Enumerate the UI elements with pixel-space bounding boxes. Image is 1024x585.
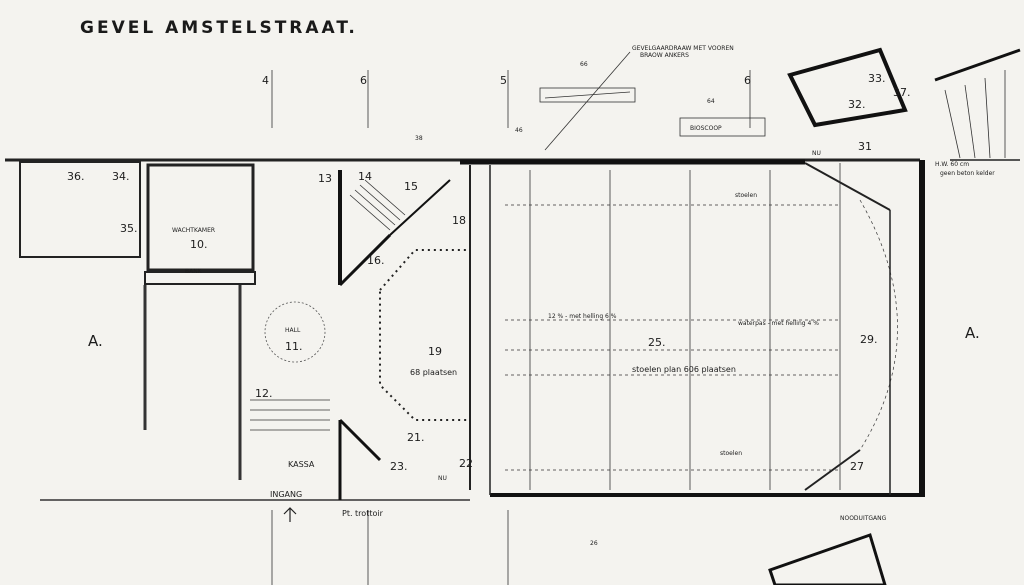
nooduitgang-label: NOODUITGANG bbox=[840, 515, 887, 522]
room-number-25: 25. bbox=[648, 336, 666, 349]
room-number-12: 12. bbox=[255, 387, 273, 400]
annex-block: H.W. 60 cm geen beton kelder bbox=[787, 47, 1021, 177]
axis-mark-2: 6 bbox=[360, 74, 367, 87]
room-number-31: 31 bbox=[858, 140, 872, 153]
room-number-29: 29. bbox=[860, 333, 878, 346]
room-number-10: 10. bbox=[190, 238, 208, 251]
trottoir-label: Pt. trottoir bbox=[342, 509, 384, 518]
entrance-arrow bbox=[283, 507, 297, 522]
nu-top: NU bbox=[812, 150, 821, 157]
room-label-10: WACHTKAMER bbox=[172, 227, 215, 234]
section-mark-left: A. bbox=[88, 332, 103, 350]
hall-circle bbox=[264, 301, 326, 363]
helling-right: waterpas - met helling 4 % bbox=[738, 320, 819, 327]
bank-label: BANK bbox=[185, 268, 203, 275]
room-label-11: HALL bbox=[285, 327, 301, 334]
stoelen-top: stoelen bbox=[735, 192, 757, 199]
section-mark-right: A. bbox=[965, 324, 980, 342]
room-number-15: 15 bbox=[404, 180, 418, 193]
room-number-33: 33. bbox=[868, 72, 886, 85]
room-number-22: 22 bbox=[459, 457, 473, 470]
room-number-35: 35. bbox=[120, 222, 138, 235]
loge-seats: 68 plaatsen bbox=[410, 368, 457, 377]
kassa-label: KASSA bbox=[288, 460, 315, 469]
room-number-34: 34. bbox=[112, 170, 130, 183]
gevel-note-2: BRAOW ANKERS bbox=[640, 52, 689, 59]
drawing-title: GEVEL AMSTELSTRAAT. bbox=[80, 18, 358, 38]
room-number-18: 18 bbox=[452, 214, 466, 227]
hw-note-2: geen beton kelder bbox=[940, 170, 995, 177]
lower-annex bbox=[768, 533, 887, 585]
room-number-36: 36. bbox=[67, 170, 85, 183]
stage-area bbox=[804, 162, 898, 495]
bioscoop-label: BIOSCOOP bbox=[690, 125, 722, 132]
room-number-27: 27 bbox=[850, 460, 864, 473]
gevel-note: GEVELGAARDRAAW MET VOOREN bbox=[632, 45, 734, 52]
dim-64: 64 bbox=[707, 98, 715, 105]
auditorium-grid bbox=[505, 170, 840, 490]
axis-mark-4: 6 bbox=[744, 74, 751, 87]
room-number-37: 37. bbox=[893, 86, 911, 99]
dim-66: 66 bbox=[580, 61, 588, 68]
nu-bottom: NU bbox=[438, 475, 447, 482]
room-number-11: 11. bbox=[285, 340, 303, 353]
room-number-21: 21. bbox=[407, 431, 425, 444]
axis-markers: 4 6 5 6 bbox=[262, 70, 751, 585]
room-number-13: 13 bbox=[318, 172, 332, 185]
room-number-16: 16. bbox=[367, 254, 385, 267]
room-number-19: 19 bbox=[428, 345, 442, 358]
room-labels: 10. WACHTKAMER 11. HALL 12. 13 14 15 16. 18 19 21. 2… bbox=[67, 72, 911, 473]
stairs bbox=[250, 179, 406, 431]
dim-38: 38 bbox=[415, 135, 423, 142]
dim-26: 26 bbox=[590, 540, 598, 547]
stoelenplan-note: stoelen plan 606 plaatsen bbox=[632, 365, 736, 374]
helling-left: 12 % - met helling 6 % bbox=[548, 313, 617, 320]
stoelen-bottom: stoelen bbox=[720, 450, 742, 457]
room-number-14: 14 bbox=[358, 170, 372, 183]
axis-mark-3: 5 bbox=[500, 74, 507, 87]
dim-46: 46 bbox=[515, 127, 523, 134]
hw-note: H.W. 60 cm bbox=[935, 161, 969, 168]
ingang-label: INGANG bbox=[270, 490, 302, 499]
axis-mark-1: 4 bbox=[262, 74, 269, 87]
room-number-23: 23. bbox=[390, 460, 408, 473]
gevel-annotation: GEVELGAARDRAAW MET VOOREN BRAOW ANKERS 6… bbox=[539, 45, 766, 151]
exterior-walls bbox=[5, 158, 925, 501]
room-number-32: 32. bbox=[848, 98, 866, 111]
